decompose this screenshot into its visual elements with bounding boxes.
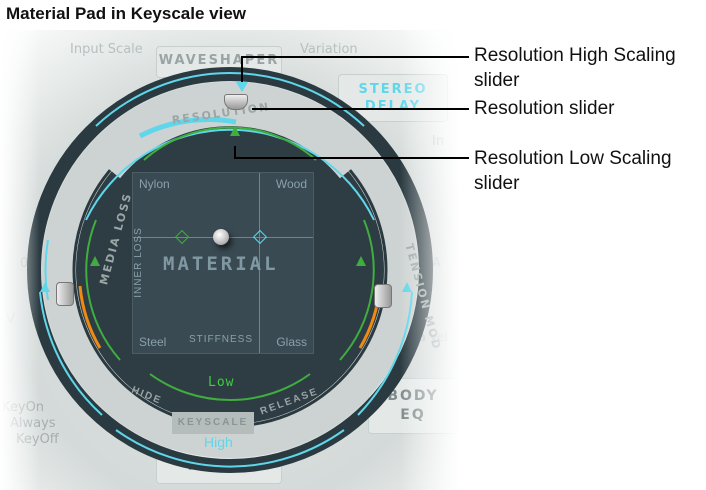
- callout-line-high-v: [241, 56, 243, 82]
- material-title: MATERIAL: [163, 253, 279, 275]
- callout-low-line2: slider: [474, 173, 520, 194]
- tension-mod-slider-handle[interactable]: [374, 284, 392, 308]
- corner-wood: Wood: [275, 177, 307, 191]
- callout-high-line2: slider: [474, 70, 520, 91]
- resolution-slider-handle[interactable]: [224, 94, 248, 110]
- left-fade: [0, 30, 40, 490]
- callout-resolution: Resolution slider: [474, 96, 614, 121]
- callout-line-high: [241, 56, 469, 58]
- variation-label: Variation: [300, 42, 358, 57]
- input-scale-label: Input Scale: [70, 42, 143, 57]
- media-loss-slider-handle[interactable]: [56, 282, 74, 306]
- corner-glass: Glass: [276, 335, 307, 349]
- inner-loss-axis-label: INNER LOSS: [132, 227, 144, 298]
- callout-line-resolution: [252, 108, 469, 110]
- callout-low-scaling: Resolution Low Scaling slider: [474, 146, 672, 196]
- corner-nylon: Nylon: [139, 177, 170, 191]
- view-tab-keyscale[interactable]: KEYSCALE: [172, 412, 254, 434]
- low-scale-label: Low: [208, 375, 235, 390]
- right-fade: [400, 30, 460, 490]
- sculpture-panel: Input Scale Variation WAVESHAPER STEREO …: [0, 30, 460, 490]
- stiffness-axis-label: STIFFNESS: [189, 334, 254, 345]
- material-puck[interactable]: [213, 229, 229, 245]
- corner-steel: Steel: [139, 335, 167, 349]
- figure-caption: Material Pad in Keyscale view: [6, 4, 247, 23]
- callout-low-line1: Resolution Low Scaling: [474, 148, 672, 169]
- callout-high-line1: Resolution High Scaling: [474, 45, 676, 66]
- callout-line-low-v: [234, 146, 236, 158]
- callout-line-low: [234, 157, 469, 159]
- green-diamond-marker[interactable]: [174, 229, 190, 245]
- high-scale-label: High: [204, 434, 233, 450]
- material-pad[interactable]: Nylon Wood Steel Glass MATERIAL STIFFNES…: [132, 172, 314, 354]
- callout-high-scaling: Resolution High Scaling slider: [474, 43, 676, 93]
- callout-resolution-line1: Resolution slider: [474, 98, 615, 119]
- cyan-diamond-marker[interactable]: [252, 229, 268, 245]
